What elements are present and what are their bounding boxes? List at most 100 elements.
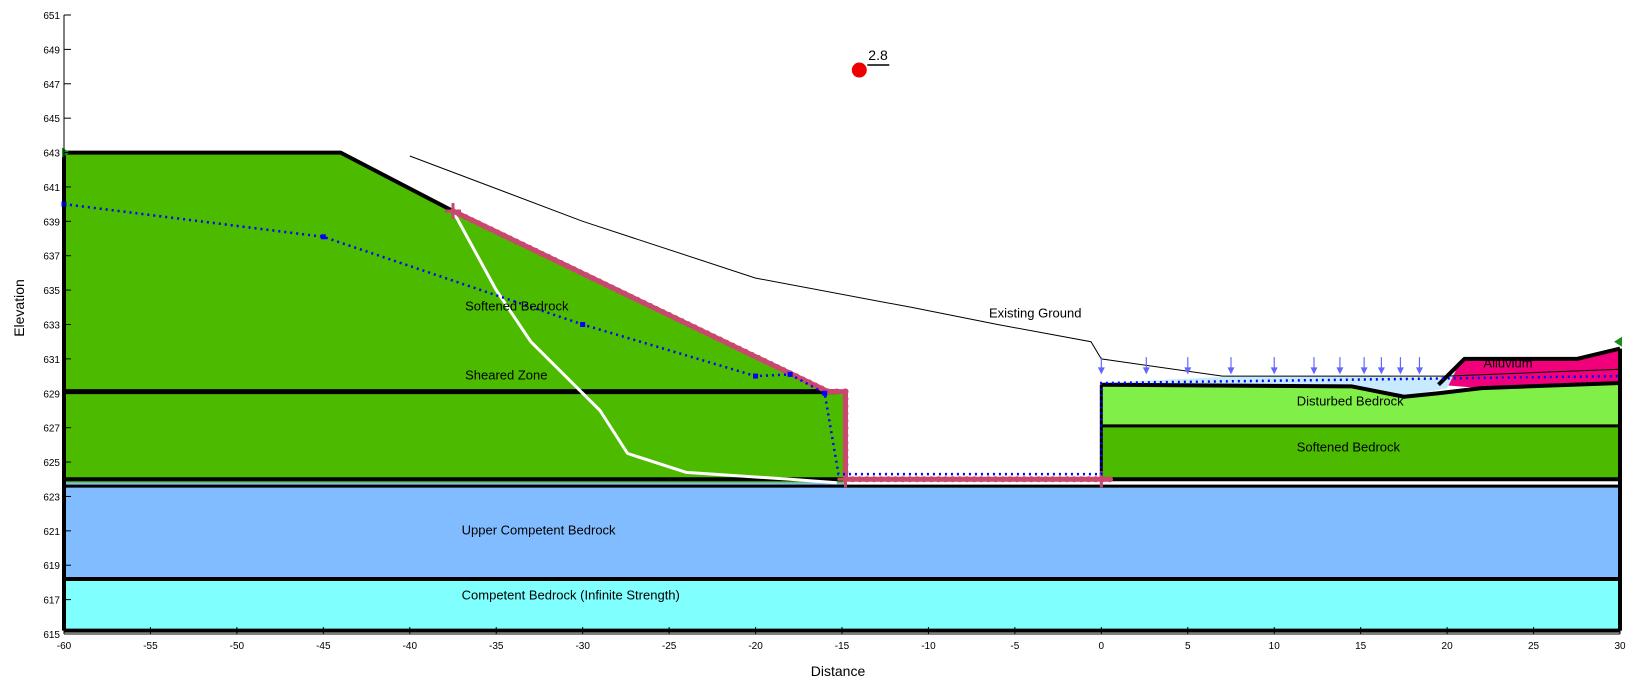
region-label: Softened Bedrock [1297,440,1401,455]
load-arrow-head [1396,367,1404,375]
existing-ground-line [409,155,1621,377]
reinforcement-bead [992,476,999,483]
y-tick-label: 647 [43,80,60,91]
reinforcement-bead [539,250,546,257]
region-label: Upper Competent Bedrock [462,522,616,537]
factor-of-safety-marker [851,62,867,78]
reinforcement-bead [659,308,666,315]
y-tick-label: 629 [43,389,60,400]
load-arrow-head [1360,367,1368,375]
x-tick-label: 30 [1614,641,1626,652]
region-pond [1101,370,1456,397]
region-boundary [1437,346,1621,387]
reinforcement-bead [748,351,755,358]
x-tick-label: -60 [57,641,72,652]
reinforcement-bead [1006,476,1013,483]
x-tick-label: -30 [575,641,590,652]
x-tick-label: 25 [1528,641,1540,652]
y-tick-label: 641 [43,183,60,194]
reinforcement-bead [1078,476,1085,483]
reinforcement-bead [971,476,978,483]
reinforcement-bead [842,447,849,454]
reinforcement-bead [928,476,935,483]
region-sheared-zone-left [64,391,846,480]
x-tick-label: -45 [316,641,331,652]
reinforcement-bead [1071,476,1078,483]
load-arrow-head [1097,367,1105,375]
load-arrow-head [1227,367,1235,375]
reinforcement-bead [767,361,774,368]
reinforcement-bead [793,373,800,380]
reinforcement-bead [500,232,507,239]
reinforcement-bead [551,256,558,263]
reinforcement-bead [596,278,603,285]
reinforcement-bead [532,247,539,254]
reinforcement-bead [647,302,654,309]
reinforcement-bead [608,284,615,291]
reinforcement-bead [1056,476,1063,483]
reinforcement-bead [956,476,963,483]
reinforcement-bead [818,385,825,392]
y-tick-label: 619 [43,561,60,572]
reinforcement-bead [691,324,698,331]
y-tick-label: 621 [43,527,60,538]
y-tick-label: 637 [43,252,60,263]
reinforcement-bead [906,476,913,483]
reinforcement-bead [570,266,577,273]
reinforcement-bead [935,476,942,483]
water-table-node [787,371,793,377]
reinforcement-bead [842,417,849,424]
factor-of-safety-value: 2.8 [868,47,888,63]
reinforcement-bead [921,476,928,483]
x-tick-label: 20 [1442,641,1454,652]
region-label: Sheared Zone [465,368,547,383]
water-table-node [320,234,326,240]
reinforcement-bead [1028,476,1035,483]
reinforcement-bead [863,476,870,483]
x-tick-label: -10 [921,641,936,652]
y-tick-label: 649 [43,45,60,56]
region-boundary [64,150,454,213]
reinforcement-bead [885,476,892,483]
reinforcement-bead [736,345,743,352]
reinforcement-bead [942,476,949,483]
reinforcement-bead [526,244,533,251]
x-tick-label: -40 [403,641,418,652]
reinforcement-bead [564,263,571,270]
x-tick-label: 10 [1269,641,1281,652]
x-tick-label: 0 [1099,641,1105,652]
reinforcement-bead [999,476,1006,483]
reinforcement-bead [640,299,647,306]
reinforcement-bead [892,476,899,483]
reinforcement-bead [842,388,849,395]
reinforcement-bead [899,476,906,483]
right-edge-marker-icon [1614,336,1622,347]
reinforcement-bead [1021,476,1028,483]
reinforcement-bead [545,253,552,260]
reinforcement-bead [812,382,819,389]
region-softened-bedrock-upper-left [64,152,829,392]
reinforcement-bead [672,315,679,322]
region-label: Alluvium [1483,355,1532,370]
reinforcement-bead [710,333,717,340]
water-table-node [822,390,828,396]
reinforcement-bead [488,226,495,233]
region-boundary [1101,381,1621,399]
reinforcement-bead [1014,476,1021,483]
reinforcement-bead [842,439,849,446]
x-tick-label: -20 [748,641,763,652]
x-tick-label: -5 [1010,641,1019,652]
y-tick-label: 651 [43,11,60,22]
reinforcement-bead [519,241,526,248]
y-tick-label: 623 [43,492,60,503]
reinforcement-bead [842,432,849,439]
reinforcement-bead [583,272,590,279]
y-tick-label: 643 [43,149,60,160]
load-arrow-head [1310,367,1318,375]
reinforcement-bead [856,476,863,483]
region-label: Disturbed Bedrock [1297,393,1404,408]
slip-surface-line [451,210,837,485]
y-axis-title: Elevation [11,279,27,337]
